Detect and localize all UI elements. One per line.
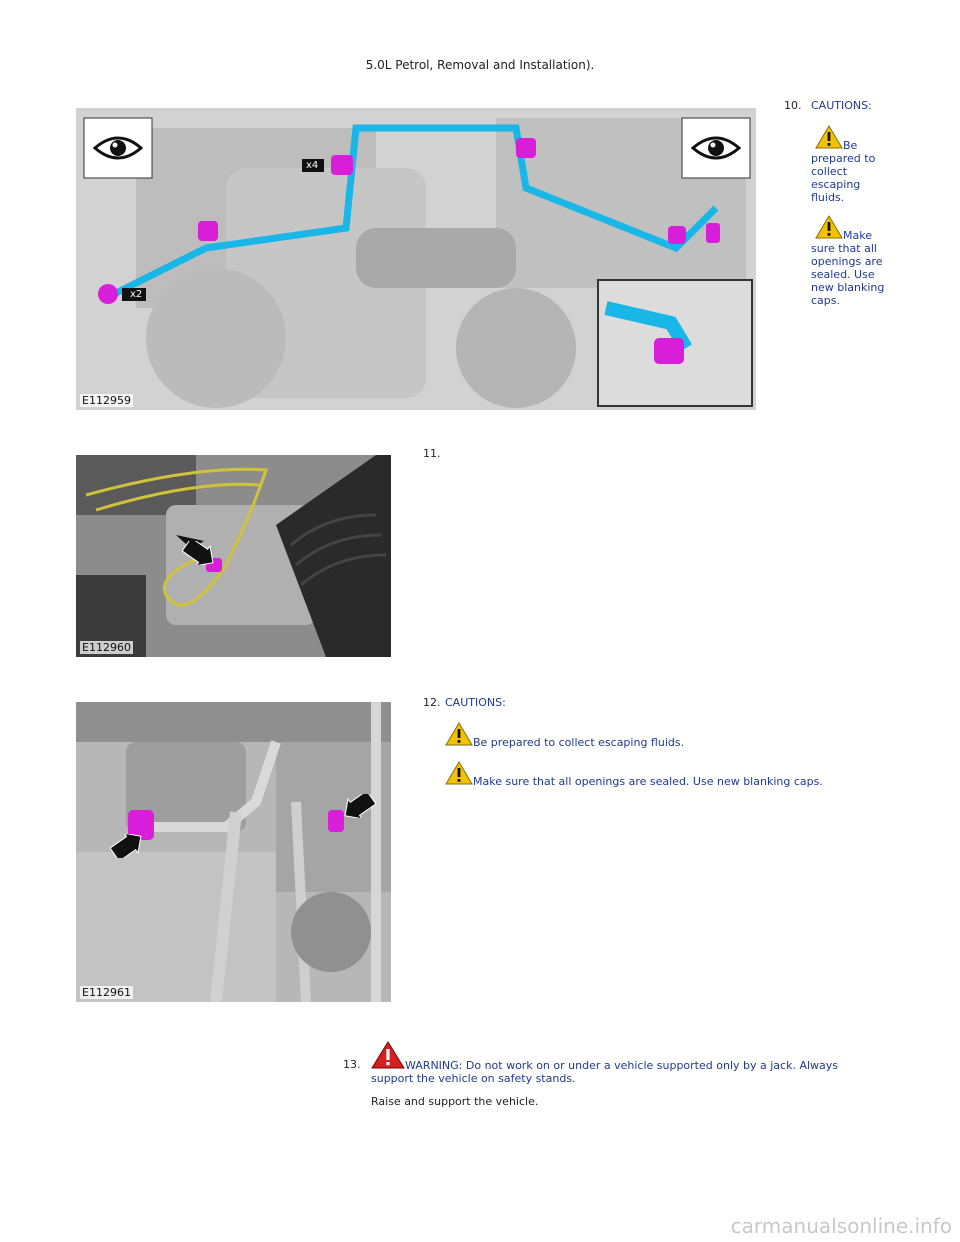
eye-icon	[88, 126, 148, 170]
caution-item: Be prepared to collect escaping fluids.	[811, 125, 891, 204]
pointer-arrow-icon	[110, 834, 144, 858]
figure-label: E112960	[80, 641, 133, 654]
watermark: carmanualsonline.info	[730, 1214, 952, 1238]
cautions-heading: CAUTIONS:	[445, 696, 506, 709]
engine-illustration	[76, 108, 756, 410]
engine-photo	[76, 455, 391, 657]
cautions-heading: CAUTIONS:	[811, 99, 872, 112]
caution-text: Be prepared to collect escaping fluids.	[811, 139, 876, 204]
caution-triangle-icon	[815, 215, 843, 242]
eye-icon	[686, 126, 746, 170]
pointer-arrow-icon	[182, 541, 216, 565]
caution-triangle-icon	[815, 125, 843, 152]
step-instruction: Raise and support the vehicle.	[371, 1095, 539, 1108]
header-text: 5.0L Petrol, Removal and Installation).	[365, 58, 595, 72]
callout-x2: x2	[122, 288, 147, 301]
figure-label: E112959	[80, 394, 133, 407]
step-number: 13.	[343, 1058, 361, 1071]
caution-item: Make sure that all openings are sealed. …	[811, 215, 891, 307]
step-number: 12.	[423, 696, 441, 709]
figure-label: E112961	[80, 986, 133, 999]
warning-item: WARNING: Do not work on or under a vehic…	[371, 1041, 861, 1085]
figure-e112959: x4 x2 E112959	[76, 108, 756, 410]
caution-text: Be prepared to collect escaping fluids.	[473, 736, 685, 749]
caution-item: Be prepared to collect escaping fluids.	[445, 722, 684, 749]
engine-photo	[76, 702, 391, 1002]
warning-triangle-icon	[371, 1041, 405, 1072]
callout-x4: x4	[302, 159, 325, 172]
caution-text: Make sure that all openings are sealed. …	[811, 229, 885, 307]
step-number: 10.	[784, 99, 802, 112]
caution-text: Make sure that all openings are sealed. …	[473, 775, 823, 788]
warning-text: WARNING: Do not work on or under a vehic…	[371, 1059, 839, 1085]
caution-item: Make sure that all openings are sealed. …	[445, 761, 823, 788]
caution-triangle-icon	[445, 761, 473, 788]
caution-triangle-icon	[445, 722, 473, 749]
pointer-arrow-icon	[342, 794, 376, 818]
step-number: 11.	[423, 447, 441, 460]
figure-e112960: E112960	[76, 455, 391, 657]
figure-e112961: E112961	[76, 702, 391, 1002]
